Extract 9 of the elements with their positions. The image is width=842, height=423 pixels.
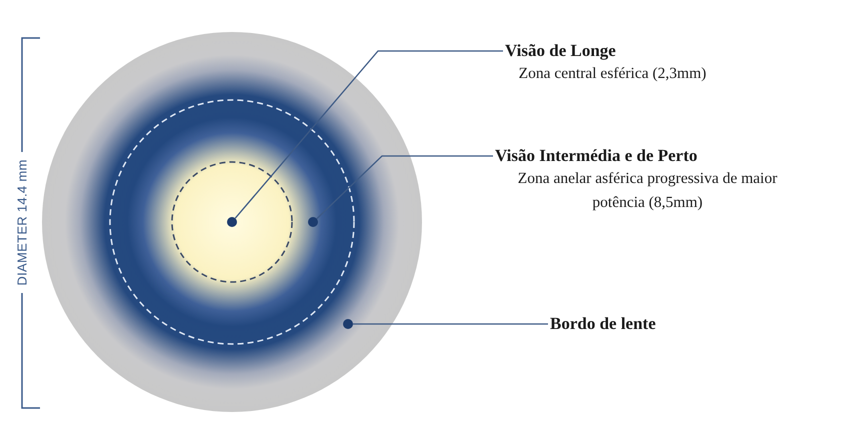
callout-text: Zona central esférica (2,3mm): [518, 64, 708, 84]
callout-text: Zona anelar asférica progressiva de maior potência (8,5mm): [516, 169, 778, 213]
dimension-label: DIAMETER 14.4 mm: [14, 158, 30, 286]
leader-line: [316, 155, 493, 220]
callout-heading: Visão Intermédia e de Perto: [495, 145, 698, 167]
leader-line: [353, 323, 548, 325]
callout-heading: Bordo de lente: [550, 313, 657, 335]
leader-line: [234, 50, 503, 219]
callout-heading: Visão de Longe: [505, 40, 617, 62]
